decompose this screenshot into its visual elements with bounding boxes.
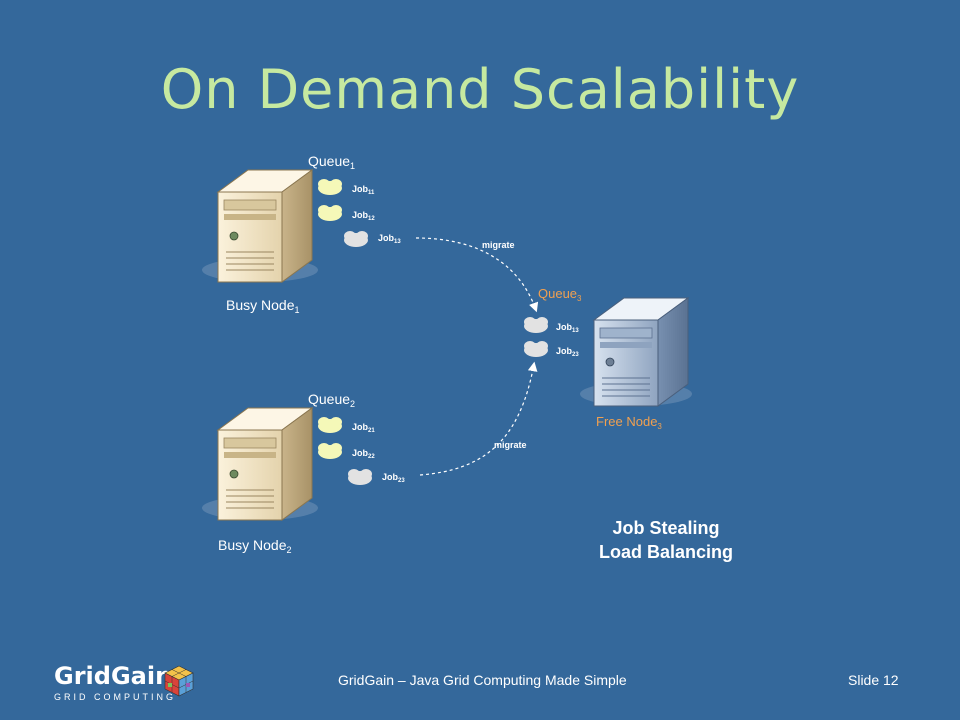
rubik-cube-icon <box>164 665 194 697</box>
busy-node-2: Queue2 Busy Node2 Job21 Job22 Job23 <box>202 391 405 555</box>
free-node-3-label: Free Node3 <box>596 414 662 431</box>
job-21-label: Job21 <box>352 422 375 434</box>
busy-node-1-label: Busy Node1 <box>226 297 300 315</box>
server-icon <box>216 407 314 521</box>
gridgain-logo-tagline: GRID COMPUTING <box>54 692 176 702</box>
job-cloud-icon <box>524 341 548 357</box>
queue-1-label: Queue1 <box>308 153 355 171</box>
job-cloud-icon <box>318 205 342 221</box>
footer-title: GridGain – Java Grid Computing Made Simp… <box>338 672 627 688</box>
job-cloud-icon <box>344 231 368 247</box>
slide-footer: GridGain GRID COMPUTING GridGain – Java … <box>0 662 960 712</box>
busy-node-1: Queue1 Busy Node1 Job11 Job12 Job13 <box>202 153 401 315</box>
job-22-label: Job22 <box>352 448 375 460</box>
queue-3-label: Queue3 <box>538 286 582 303</box>
migrate-label-bottom: migrate <box>494 440 527 450</box>
busy-node-2-label: Busy Node2 <box>218 537 292 555</box>
gridgain-logo: GridGain <box>54 662 173 690</box>
migrate-arrow-top <box>415 237 539 313</box>
job-11-label: Job11 <box>352 184 375 196</box>
queue-2-label: Queue2 <box>308 391 355 409</box>
slide-title: On Demand Scalability <box>160 58 800 121</box>
job-cloud-icon <box>524 317 548 333</box>
job-13-label: Job13 <box>378 233 401 245</box>
migrate-arrow-bottom <box>419 361 538 476</box>
job-23-stolen-label: Job23 <box>556 346 579 358</box>
migrate-label-top: migrate <box>482 240 515 250</box>
job-cloud-icon <box>318 443 342 459</box>
job-cloud-icon <box>348 469 372 485</box>
caption-line-1: Job Stealing <box>612 518 719 538</box>
free-node-3: Queue3 Job13 Job23 Free Node3 <box>524 286 692 431</box>
job-23-label: Job23 <box>382 472 405 484</box>
job-stealing-diagram: Queue1 Busy Node1 Job11 Job12 Job13 <box>202 153 733 562</box>
slide-number: Slide 12 <box>848 672 899 688</box>
job-13-stolen-label: Job13 <box>556 322 579 334</box>
caption-line-2: Load Balancing <box>599 542 733 562</box>
server-icon <box>592 297 690 407</box>
server-icon <box>216 169 314 283</box>
job-cloud-icon <box>318 417 342 433</box>
job-12-label: Job12 <box>352 210 375 222</box>
job-cloud-icon <box>318 179 342 195</box>
